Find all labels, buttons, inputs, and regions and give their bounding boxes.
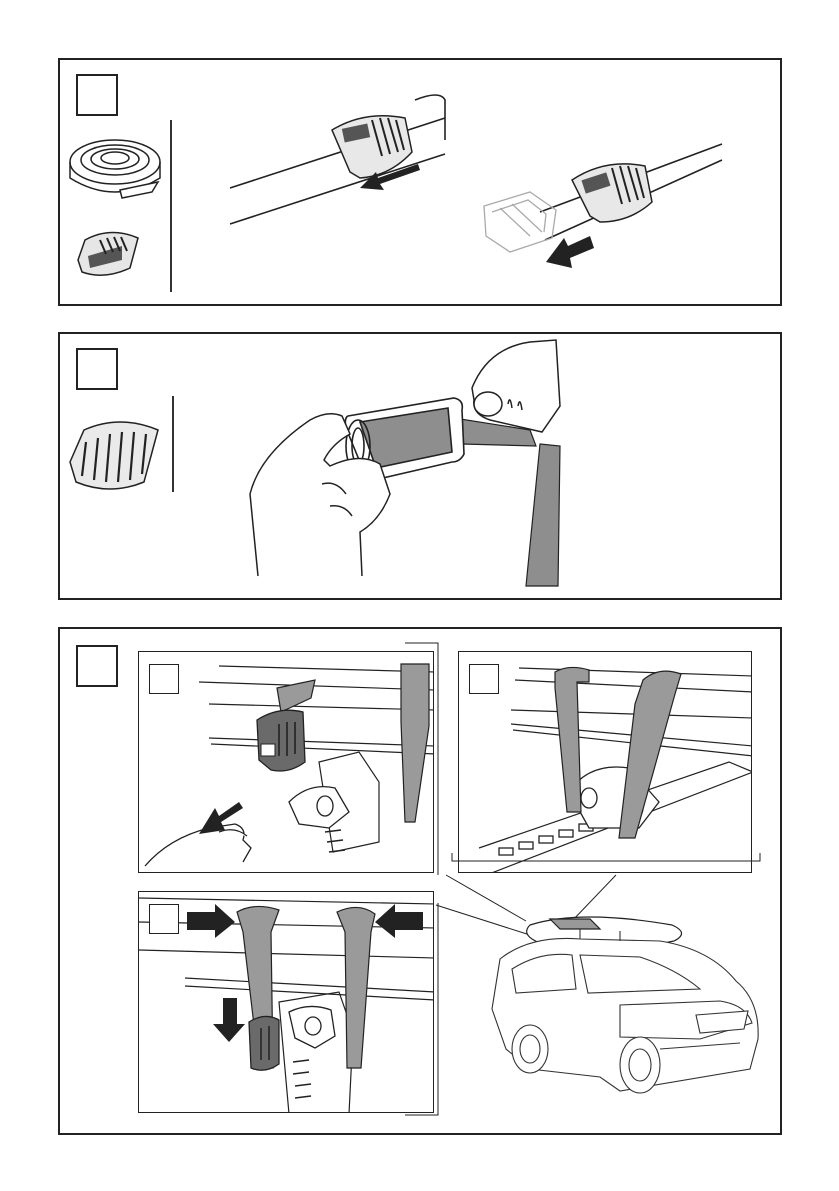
step-1-panel: [58, 58, 782, 306]
car-icon: [492, 929, 758, 1093]
step-2-panel: [58, 332, 782, 600]
strap-roll-icon: [70, 140, 160, 198]
step-3-panel: [58, 627, 782, 1135]
strap-threading-left: [230, 95, 445, 224]
buckle-icon: [78, 232, 138, 275]
step-2-illustration: [60, 334, 780, 598]
strap-tail: [526, 444, 560, 586]
arrow-icon: [546, 236, 594, 268]
car-overview: [60, 629, 780, 1133]
buckle-ghost: [484, 192, 556, 252]
rubber-pad-icon: [70, 422, 158, 489]
step-1-illustration: [60, 60, 780, 304]
buckle-right: [572, 164, 652, 222]
